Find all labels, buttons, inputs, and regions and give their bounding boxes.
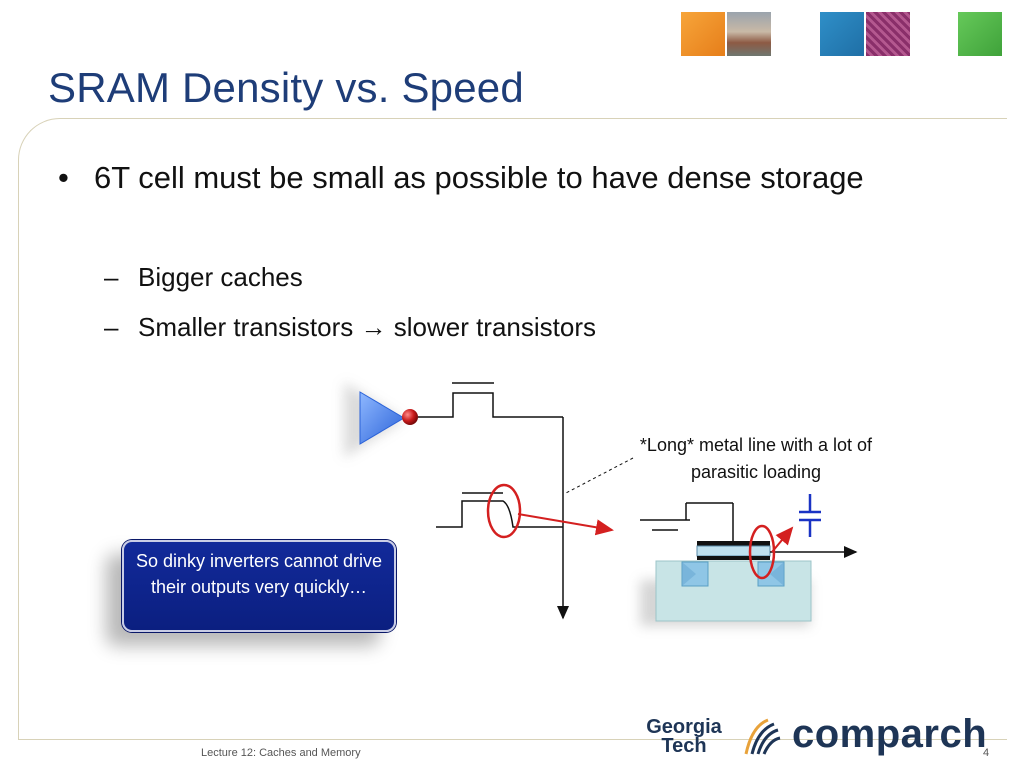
- drain-pointer-arrow: [771, 526, 794, 553]
- note-pointer-line: [565, 457, 634, 494]
- highlight-pointer-arrow: [517, 513, 614, 536]
- callout-text: So dinky inverters cannot drive their ou…: [135, 551, 383, 597]
- inverter-symbol: [344, 382, 418, 458]
- bullet-text: 6T cell must be small as possible to hav…: [94, 160, 864, 195]
- slide-title: SRAM Density vs. Speed: [48, 64, 524, 111]
- georgia-tech-logo: Georgia Tech: [634, 716, 734, 757]
- footer-lecture-title: Lecture 12: Caches and Memory: [201, 747, 361, 759]
- capacitor-symbol: [799, 494, 821, 537]
- decor-tile-chip: [866, 12, 910, 56]
- sub-bullet-text: Bigger caches: [138, 262, 303, 292]
- bullet-marker: •: [58, 160, 69, 195]
- decor-tile-blue: [820, 12, 864, 56]
- sub-bullet-dash: –: [104, 312, 119, 342]
- transistor-cross-section: [640, 502, 858, 626]
- decor-tile-green: [958, 12, 1002, 56]
- delayed-pulse-waveform: [436, 492, 563, 528]
- top-pulse-waveform: [418, 382, 563, 418]
- sub-bullet-dash: –: [104, 262, 119, 292]
- logo-tech-text: Tech: [661, 735, 707, 757]
- comparch-logo-text: comparch: [792, 712, 988, 756]
- slow-edge-highlight: [486, 483, 522, 539]
- logo-georgia-text: Georgia: [646, 716, 722, 738]
- sub-bullet-item: –Smaller transistors → slower transistor…: [104, 312, 596, 343]
- footer-page-number: 4: [983, 747, 990, 759]
- comparch-logo-icon: [744, 718, 781, 755]
- decor-tile-orange: [681, 12, 725, 56]
- inverter-output-bubble: [402, 409, 418, 425]
- drain-highlight: [748, 524, 776, 580]
- content-frame: [18, 118, 1007, 740]
- callout-box: So dinky inverters cannot drive their ou…: [122, 540, 396, 632]
- decor-tile-photo: [727, 12, 771, 56]
- sub-bullet-text: Smaller transistors → slower transistors: [138, 312, 596, 342]
- metal-line-note: *Long* metal line with a lot of parasiti…: [639, 435, 873, 482]
- sub-bullet-item: –Bigger caches: [104, 262, 303, 293]
